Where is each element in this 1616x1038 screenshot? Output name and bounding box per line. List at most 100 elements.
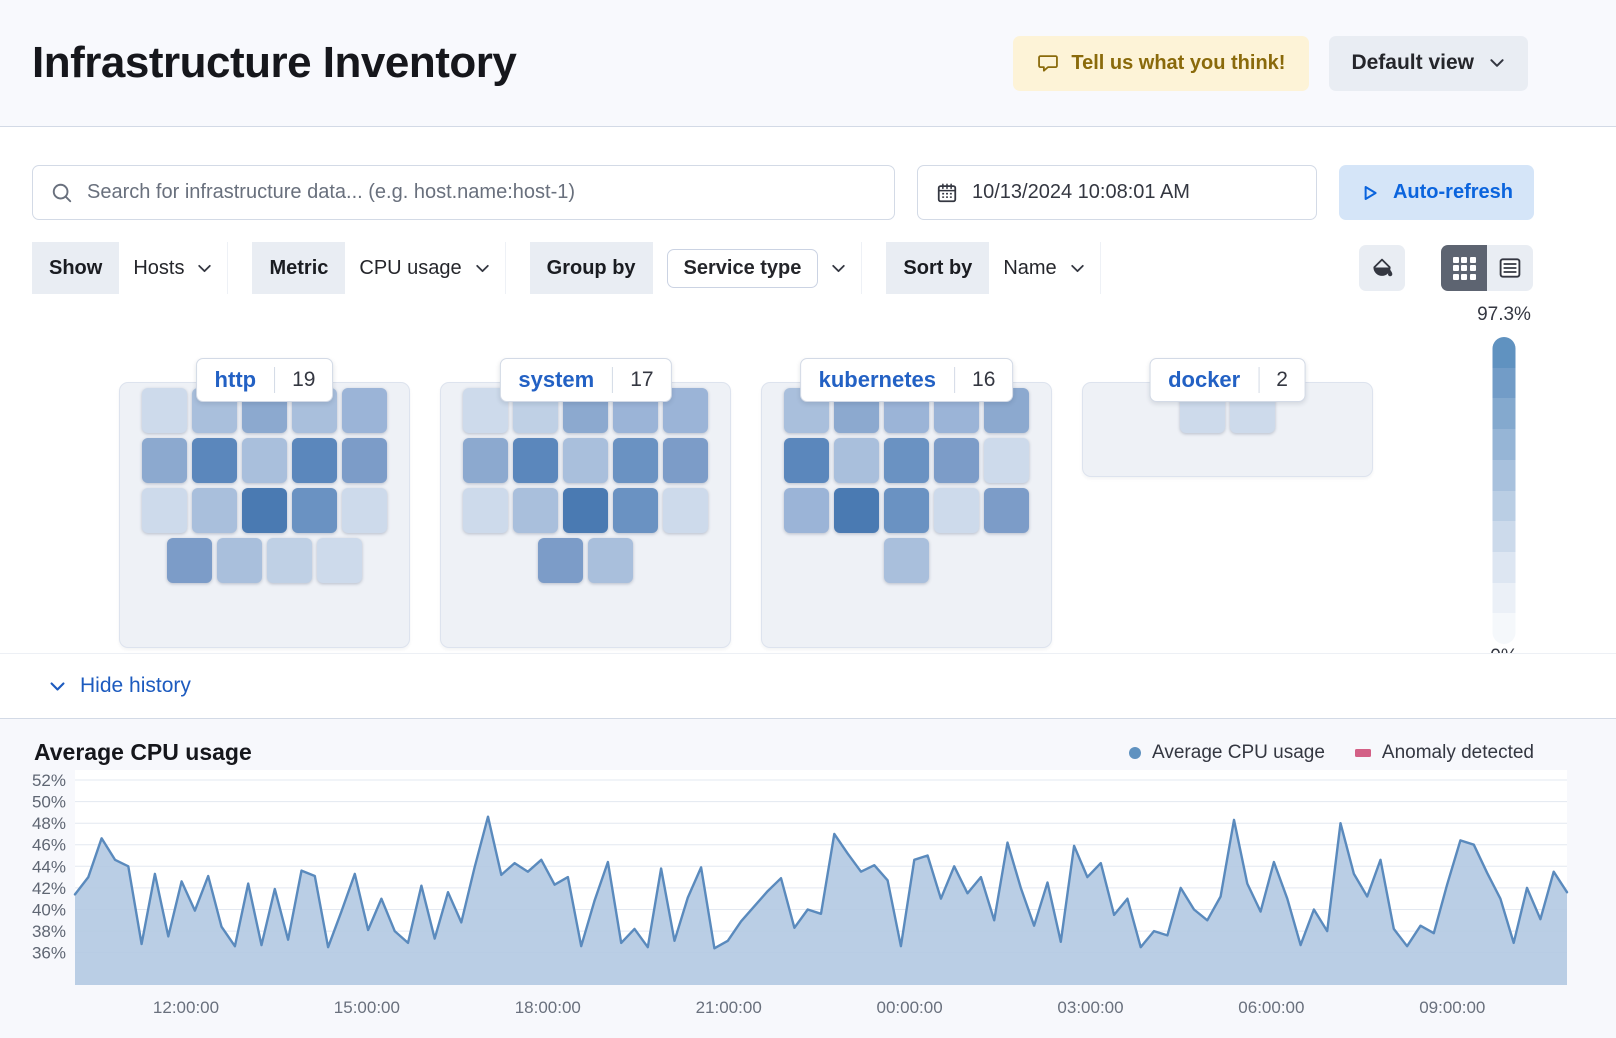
host-square[interactable] [884, 538, 929, 583]
host-square[interactable] [884, 438, 929, 483]
group-by-label: Group by [529, 242, 653, 294]
host-square[interactable] [167, 538, 212, 583]
host-square[interactable] [563, 488, 608, 533]
host-square[interactable] [267, 538, 312, 583]
host-square[interactable] [984, 438, 1029, 483]
group-count: 19 [292, 368, 316, 391]
host-square[interactable] [784, 488, 829, 533]
host-square[interactable] [834, 488, 879, 533]
host-square[interactable] [538, 538, 583, 583]
map-view-button[interactable] [1441, 245, 1487, 291]
search-input[interactable] [87, 181, 876, 204]
auto-refresh-button[interactable]: Auto-refresh [1339, 165, 1534, 220]
hide-history-toggle[interactable]: Hide history [48, 674, 191, 698]
feedback-button-label: Tell us what you think! [1071, 51, 1286, 74]
search-box [32, 165, 895, 220]
host-square[interactable] [663, 488, 708, 533]
group-name[interactable]: http [214, 367, 257, 392]
svg-text:44%: 44% [32, 857, 66, 876]
svg-text:42%: 42% [32, 879, 66, 898]
svg-text:21:00:00: 21:00:00 [696, 998, 762, 1017]
table-view-button[interactable] [1487, 245, 1533, 291]
host-square[interactable] [513, 438, 558, 483]
legend-step [1492, 429, 1516, 460]
scale-gradient-bar [1492, 337, 1516, 644]
saved-view-select[interactable]: Default view [1329, 35, 1528, 91]
host-square[interactable] [342, 488, 387, 533]
host-square[interactable] [563, 438, 608, 483]
show-select[interactable]: Hosts [119, 257, 227, 280]
host-square[interactable] [217, 538, 262, 583]
metric-select[interactable]: CPU usage [345, 257, 504, 280]
group-badge[interactable]: http 19 [195, 358, 334, 402]
host-square[interactable] [142, 388, 187, 433]
waffle-row [120, 538, 409, 583]
group-name[interactable]: kubernetes [818, 367, 937, 392]
host-square[interactable] [317, 538, 362, 583]
legend-step [1492, 459, 1516, 491]
host-square[interactable] [142, 488, 187, 533]
host-square[interactable] [834, 438, 879, 483]
waffle-row [120, 488, 409, 533]
service-group-card-kubernetes: kubernetes 16 [761, 358, 1052, 648]
svg-text:06:00:00: 06:00:00 [1238, 998, 1304, 1017]
host-square[interactable] [784, 438, 829, 483]
svg-text:36%: 36% [32, 944, 66, 963]
group-name[interactable]: docker [1168, 367, 1241, 392]
host-square[interactable] [242, 488, 287, 533]
group-badge[interactable]: kubernetes 16 [799, 358, 1014, 402]
host-square[interactable] [934, 438, 979, 483]
host-square[interactable] [192, 488, 237, 533]
legend-step [1492, 337, 1516, 368]
host-square[interactable] [884, 488, 929, 533]
metric-label: Metric [252, 242, 346, 294]
host-square[interactable] [292, 488, 337, 533]
svg-text:00:00:00: 00:00:00 [877, 998, 943, 1017]
host-square[interactable] [588, 538, 633, 583]
date-picker[interactable]: 10/13/2024 10:08:01 AM [917, 165, 1317, 220]
svg-text:12:00:00: 12:00:00 [153, 998, 219, 1017]
feedback-button[interactable]: Tell us what you think! [1013, 35, 1310, 91]
host-square[interactable] [663, 438, 708, 483]
host-square[interactable] [463, 438, 508, 483]
host-square[interactable] [984, 488, 1029, 533]
host-square[interactable] [342, 438, 387, 483]
group-by-select[interactable]: Service type [653, 248, 862, 288]
legend-step [1492, 398, 1516, 430]
group-by-value: Service type [666, 248, 819, 288]
host-square[interactable] [934, 488, 979, 533]
host-square[interactable] [242, 438, 287, 483]
metric-value: CPU usage [359, 256, 462, 279]
host-square[interactable] [613, 488, 658, 533]
host-square[interactable] [342, 388, 387, 433]
host-square[interactable] [192, 438, 237, 483]
legend-label: Anomaly detected [1381, 741, 1534, 763]
legend-item-avg-cpu: Average CPU usage [1129, 742, 1325, 764]
host-square[interactable] [613, 438, 658, 483]
host-square[interactable] [463, 488, 508, 533]
app-header: Infrastructure Inventory Tell us what yo… [0, 0, 1616, 127]
host-square[interactable] [142, 438, 187, 483]
chart-title: Average CPU usage [34, 739, 252, 765]
host-square[interactable] [292, 438, 337, 483]
play-icon [1360, 183, 1380, 203]
color-palette-button[interactable] [1359, 245, 1405, 291]
metric-control: Metric CPU usage [252, 242, 506, 294]
host-square[interactable] [513, 488, 558, 533]
legend-step [1492, 582, 1516, 614]
group-name[interactable]: system [518, 367, 595, 392]
filter-row: Show Hosts Metric CPU usage Group by Ser… [32, 242, 1533, 294]
sort-by-select[interactable]: Name [989, 257, 1099, 280]
chevron-down-icon [1069, 260, 1086, 277]
legend-step [1492, 551, 1516, 583]
svg-text:52%: 52% [32, 771, 66, 790]
show-value: Hosts [133, 256, 185, 279]
group-count: 16 [972, 368, 996, 391]
hide-history-label: Hide history [80, 674, 191, 697]
